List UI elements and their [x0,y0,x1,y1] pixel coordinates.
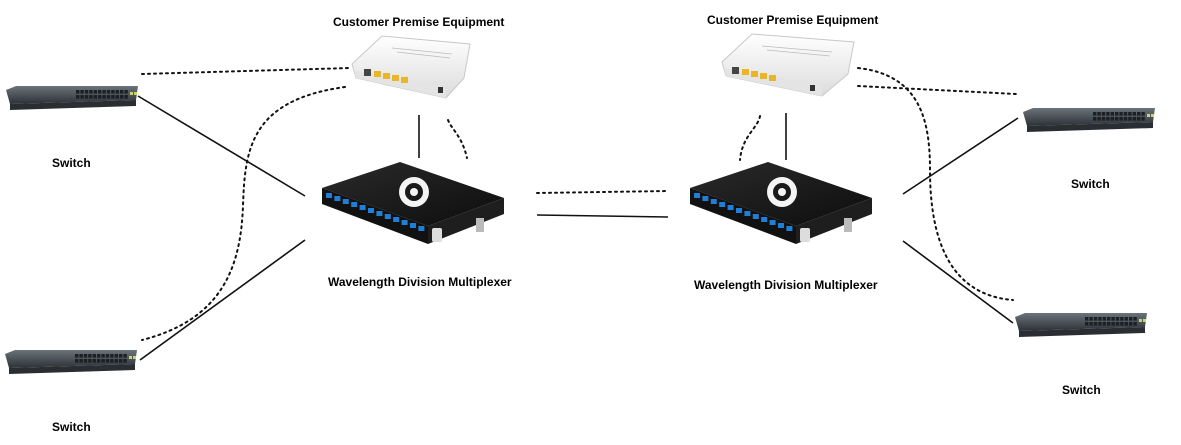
link-wdm-left-to-wdm-right [536,214,669,218]
switch-top-right-label: Switch [1071,177,1110,191]
switch-bottom-left-label: Switch [52,420,91,434]
dotted-cpe-left-to-switch-bl [141,86,346,341]
connections [137,67,1019,361]
network-switch-icon [5,350,137,374]
switch-bottom-right [1015,313,1147,337]
wdm-right [690,162,872,244]
dotted-switch-tl-to-cpe-left [141,67,351,75]
cpe-right [721,33,855,97]
multiplexer-icon [322,162,504,244]
cpe-right-label: Customer Premise Equipment [707,13,879,27]
dotted-cpe-right-to-switch-br [857,67,1014,301]
dotted-cpe-right-to-wdm-right [739,115,761,161]
dotted-cpe-right-to-switch-tr [857,85,1017,95]
link-switch-tl-to-wdm-left [137,95,306,197]
switch-top-left [6,86,138,110]
multiplexer-icon [690,162,872,244]
switch-bottom-right-label: Switch [1062,383,1101,397]
wdm-right-label: Wavelength Division Multiplexer [694,278,878,292]
cpe-left-label: Customer Premise Equipment [333,15,505,29]
link-wdm-right-to-switch-tr [902,117,1019,195]
switch-bottom-left [5,350,137,374]
dotted-cpe-left-to-wdm-left [447,119,468,159]
router-icon [351,35,471,99]
wdm-left-label: Wavelength Division Multiplexer [328,275,512,289]
network-switch-icon [1023,108,1155,132]
network-switch-icon [6,86,138,110]
cpe-left [351,35,471,99]
dotted-wdm-left-to-wdm-right [536,190,669,194]
link-wdm-right-to-switch-br [902,240,1014,324]
switch-top-right [1023,108,1155,132]
link-switch-bl-to-wdm-left [139,239,306,361]
router-icon [721,33,855,97]
network-switch-icon [1015,313,1147,337]
wdm-left [322,162,504,244]
switch-top-left-label: Switch [52,156,91,170]
